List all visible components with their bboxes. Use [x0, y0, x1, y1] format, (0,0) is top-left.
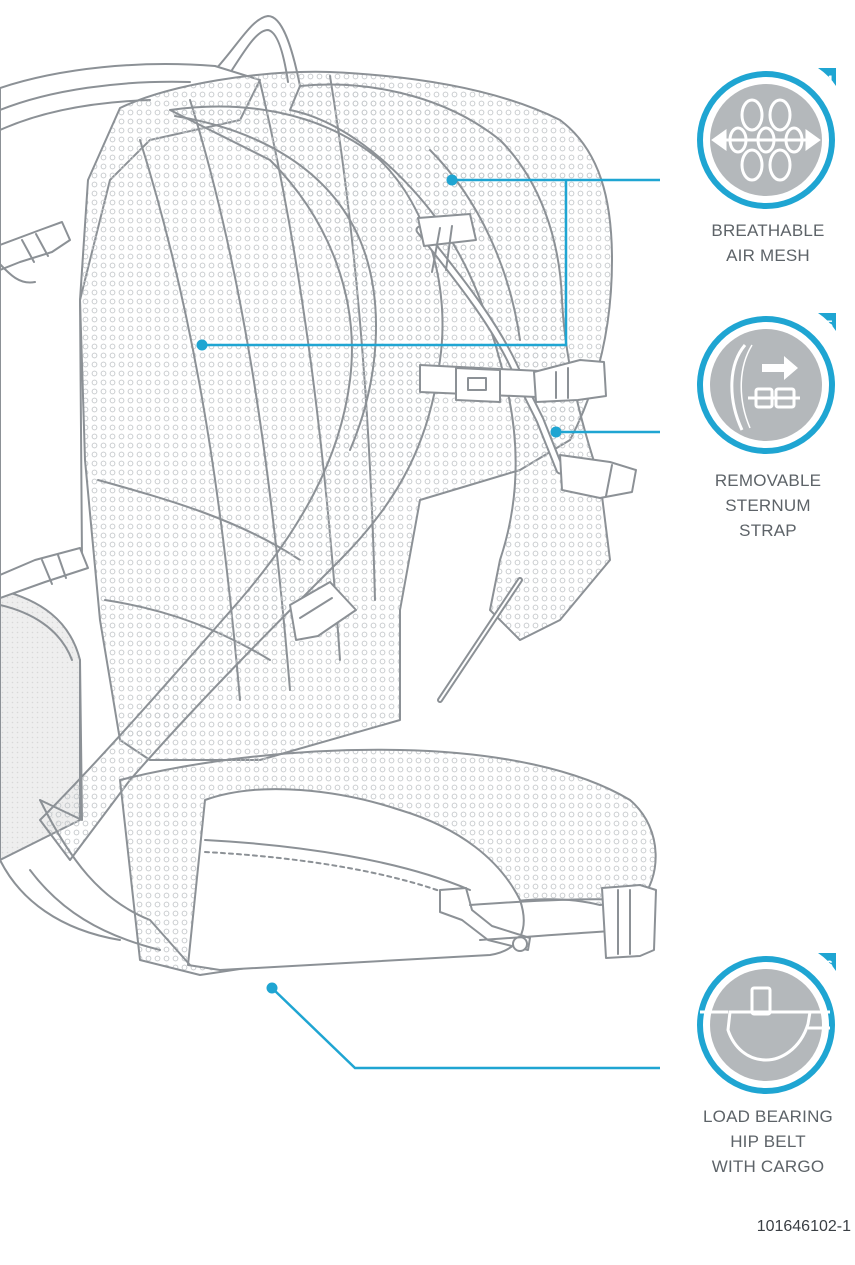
product-code: 101646102-1 — [756, 1218, 851, 1235]
sternum-buckle-left — [455, 367, 501, 403]
backpack-line-art — [0, 15, 657, 976]
tube-clip — [417, 213, 477, 247]
callout-dot-sternum — [550, 426, 562, 438]
feature-badge-6: 6 — [697, 953, 836, 1094]
feature-label-hip-belt: LOAD BEARING HIP BELT WITH CARGO — [688, 1104, 848, 1179]
haul-loop — [214, 15, 301, 87]
pocket-zipper-pull — [439, 887, 531, 951]
left-shoulder-strap — [39, 105, 444, 861]
feature-badge-4: 4 — [697, 68, 836, 209]
airflow-arrows-icon — [711, 129, 821, 151]
arrow-right-icon — [762, 356, 798, 380]
right-shoulder-strap — [289, 83, 611, 641]
callout-dot-hip-belt — [266, 982, 278, 994]
label-line: LOAD BEARING — [703, 1107, 833, 1126]
strap-adjuster-buckle — [289, 581, 357, 641]
feature-badge-5: 5 — [697, 313, 836, 454]
label-line: STERNUM — [725, 496, 811, 515]
label-line: STRAP — [739, 521, 797, 540]
label-line: WITH CARGO — [711, 1157, 825, 1176]
label-line: AIR MESH — [726, 246, 810, 265]
feature-label-sternum-strap: REMOVABLE STERNUM STRAP — [688, 468, 848, 543]
sternum-buckle-right — [533, 359, 607, 403]
air-mesh-leader — [202, 178, 660, 347]
compression-buckle-lower — [0, 547, 89, 599]
hip-belt-leader — [271, 987, 660, 1070]
compression-buckle-upper — [0, 221, 71, 284]
badge-number-4: 4 — [825, 72, 833, 88]
bite-valve — [559, 454, 637, 499]
hip-belt-icon — [700, 986, 830, 1062]
label-line: BREATHABLE — [711, 221, 825, 240]
sternum-strap-icon — [730, 344, 800, 431]
label-line: REMOVABLE — [714, 471, 822, 490]
callout-dot-mesh-upper — [446, 174, 458, 186]
label-line: HIP BELT — [730, 1132, 806, 1151]
badge-number-6: 6 — [825, 957, 833, 973]
feature-label-air-mesh: BREATHABLE AIR MESH — [688, 218, 848, 268]
callout-lines — [202, 178, 660, 1070]
callout-dots — [196, 174, 562, 994]
callout-dot-mesh-lower — [196, 339, 208, 351]
badge-number-5: 5 — [825, 317, 833, 333]
